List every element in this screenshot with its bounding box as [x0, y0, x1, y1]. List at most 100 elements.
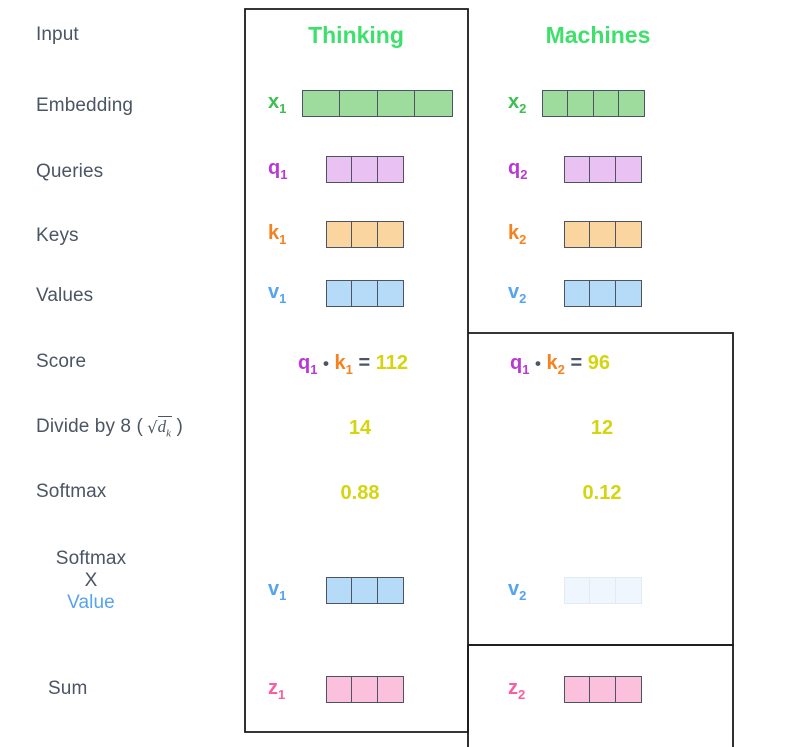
vector-cell	[614, 676, 642, 703]
softmax-x-value-line2: X	[84, 570, 98, 591]
vector-cell	[326, 156, 353, 183]
vector-cell	[589, 156, 617, 183]
softmax-x-value-line1: Softmax	[55, 548, 127, 569]
vector-cell	[564, 577, 591, 604]
row-label-queries: Queries	[36, 161, 104, 182]
column-header-thinking: Thinking	[308, 22, 404, 48]
divide-label-text: Divide by 8 (	[36, 416, 143, 437]
vector-cell	[564, 676, 591, 703]
vector-tag-v1-weighted: v1	[268, 578, 287, 603]
vector-cell	[351, 156, 379, 183]
vector-cell	[376, 221, 404, 248]
vector-cell	[564, 280, 591, 307]
softmax-value-col1: 0.88	[340, 482, 380, 504]
vector-cell	[589, 577, 617, 604]
query-vector-q1: q1	[268, 156, 404, 183]
query-vector-q2: q2	[508, 156, 642, 183]
score-k-tag: k2	[546, 352, 565, 377]
divide-label-close: )	[176, 416, 183, 437]
equals-sign: =	[570, 352, 583, 374]
radical-icon: √	[147, 418, 158, 437]
vector-cell	[376, 280, 404, 307]
vector-tag-q2: q2	[508, 157, 528, 182]
vector-cell	[326, 221, 353, 248]
vector-cell	[376, 676, 404, 703]
vector-cell	[542, 90, 569, 117]
vector-cells-x2	[542, 90, 646, 117]
score-value-col2: 96	[587, 352, 610, 374]
vector-tag-k2: k2	[508, 222, 527, 247]
value-vector-v2: v2	[508, 280, 642, 307]
row-label-divide-by-8: Divide by 8 ( √dk )	[36, 416, 183, 439]
vector-tag-k1: k1	[268, 222, 287, 247]
score-expression-col2: q1 • k2 = 96	[510, 352, 610, 377]
softmax-value-col2: 0.12	[582, 482, 622, 504]
row-label-softmax-x-value: Softmax X Value	[36, 548, 146, 614]
sum-vector-z2: z2	[508, 676, 642, 703]
vector-cell	[351, 577, 379, 604]
row-label-embedding: Embedding	[36, 95, 134, 116]
row-label-keys: Keys	[36, 225, 79, 246]
vector-tag-v2: v2	[508, 281, 527, 306]
vector-cells-q1	[326, 156, 404, 183]
vector-cell	[567, 90, 595, 117]
vector-cell	[614, 280, 642, 307]
vector-cell	[351, 280, 379, 307]
vector-tag-z2: z2	[508, 677, 526, 702]
vector-cells-v2-weighted	[564, 577, 642, 604]
sqrt-dk-math: √dk	[143, 416, 177, 440]
vector-cell	[326, 577, 353, 604]
row-label-sum: Sum	[48, 678, 88, 699]
vector-cells-k1	[326, 221, 404, 248]
vector-cells-q2	[564, 156, 642, 183]
vector-cell	[592, 90, 620, 117]
row-label-softmax: Softmax	[36, 481, 107, 502]
vector-cells-v1	[326, 280, 404, 307]
vector-cells-v1-weighted	[326, 577, 404, 604]
vector-cell	[414, 90, 454, 117]
softmax-x-value-line3: Value	[67, 592, 115, 613]
score-value-col1: 112	[375, 352, 408, 374]
score-q-tag: q1	[510, 352, 530, 377]
vector-cell	[339, 90, 379, 117]
key-vector-k2: k2	[508, 221, 642, 248]
vector-cell	[589, 676, 617, 703]
vector-tag-x1: x1	[268, 91, 287, 116]
vector-cells-v2	[564, 280, 642, 307]
vector-cell	[589, 280, 617, 307]
equals-sign: =	[358, 352, 371, 374]
column-header-machines: Machines	[545, 22, 651, 48]
divided-score-col2: 12	[590, 417, 614, 439]
value-vector-v1: v1	[268, 280, 404, 307]
math-k: k	[166, 427, 172, 440]
vector-cell	[326, 676, 353, 703]
vector-cell	[614, 577, 642, 604]
vector-tag-v2-weighted: v2	[508, 578, 527, 603]
key-vector-k1: k1	[268, 221, 404, 248]
embedding-vector-x1: x1	[268, 90, 454, 117]
math-d: d	[157, 417, 167, 436]
vector-cell	[614, 156, 642, 183]
vector-cells-k2	[564, 221, 642, 248]
vector-tag-z1: z1	[268, 677, 286, 702]
score-expression-col1: q1 • k1 = 112	[298, 352, 408, 377]
vector-cell	[376, 577, 404, 604]
score-q-tag: q1	[298, 352, 318, 377]
sum-vector-z1: z1	[268, 676, 404, 703]
vector-cell	[326, 280, 353, 307]
vector-cell	[614, 221, 642, 248]
row-label-values: Values	[36, 285, 94, 306]
vector-cells-z1	[326, 676, 404, 703]
vector-cell	[376, 156, 404, 183]
row-label-input: Input	[36, 24, 79, 45]
vector-cells-z2	[564, 676, 642, 703]
score-k-tag: k1	[334, 352, 353, 377]
vector-cells-x1	[302, 90, 454, 117]
vector-cell	[618, 90, 646, 117]
vector-tag-v1: v1	[268, 281, 287, 306]
embedding-vector-x2: x2	[508, 90, 646, 117]
vector-tag-x2: x2	[508, 91, 527, 116]
dot-product-icon: •	[535, 354, 541, 373]
vector-cell	[302, 90, 341, 117]
vector-cell	[564, 156, 591, 183]
